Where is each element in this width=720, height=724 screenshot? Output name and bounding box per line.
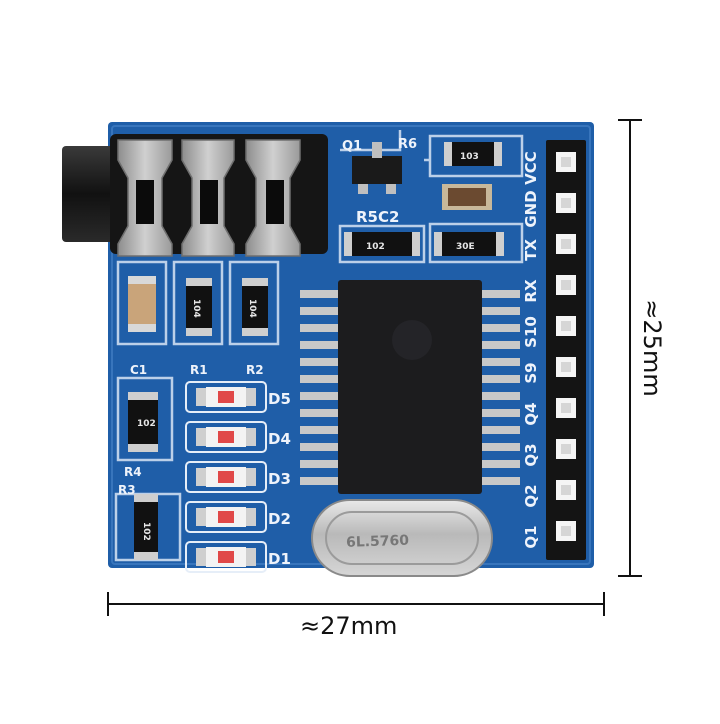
ic-pin <box>300 409 340 417</box>
led-label: D4 <box>268 430 291 448</box>
height-dimension-label: ≈25mm <box>638 299 666 397</box>
resistor-30e <box>434 232 504 256</box>
pin-label: RX <box>522 279 540 303</box>
smd-components <box>128 142 504 560</box>
svg-text:R1: R1 <box>190 363 208 377</box>
led: D1 <box>185 541 291 573</box>
svg-text:R4: R4 <box>124 465 142 479</box>
svg-text:Q1: Q1 <box>342 139 362 154</box>
svg-text:6L.5760: 6L.5760 <box>346 533 410 551</box>
ic-pin <box>300 341 340 349</box>
led: D3 <box>185 461 291 493</box>
svg-text:102: 102 <box>137 419 156 429</box>
ic-pin <box>480 341 520 349</box>
led-label: D3 <box>268 470 291 488</box>
pin-label: GND <box>522 190 540 227</box>
led: D5 <box>185 381 291 413</box>
led: D4 <box>185 421 291 453</box>
led-label: D5 <box>268 390 291 408</box>
ic-pin <box>300 290 340 298</box>
pin-label: Q1 <box>522 525 540 548</box>
svg-text:30E: 30E <box>456 242 475 252</box>
pin-label: S10 <box>522 316 540 348</box>
ic-pin <box>300 443 340 451</box>
ic-pin <box>300 477 340 485</box>
ic-pin <box>480 460 520 468</box>
ic-pin <box>480 409 520 417</box>
resistor-r3 <box>134 494 158 560</box>
ic-pin <box>300 460 340 468</box>
svg-text:R3: R3 <box>118 483 136 497</box>
svg-text:102: 102 <box>366 242 385 252</box>
ic-pin <box>300 324 340 332</box>
resistor-r6 <box>444 142 502 166</box>
pin-label: Q4 <box>522 402 540 425</box>
ic-pin <box>480 426 520 434</box>
ic-pin <box>480 392 520 400</box>
ic-pin <box>480 307 520 315</box>
led-label: D2 <box>268 510 291 528</box>
pin-label: Q3 <box>522 443 540 466</box>
capacitor-c1 <box>128 276 156 332</box>
resistor-r4 <box>128 392 158 452</box>
resistor-r2 <box>242 278 268 336</box>
svg-text:R2: R2 <box>246 363 264 377</box>
ic-pin <box>300 358 340 366</box>
ic-pin <box>480 477 520 485</box>
svg-text:R5C2: R5C2 <box>356 208 399 226</box>
svg-text:R6: R6 <box>398 137 417 152</box>
resistor-r5 <box>344 232 420 256</box>
ic-pin <box>480 443 520 451</box>
ic-pin <box>480 375 520 383</box>
led-label: D1 <box>268 550 291 568</box>
dimension-lines <box>107 119 642 616</box>
pin-label: TX <box>522 239 540 261</box>
audio-jack <box>62 134 328 257</box>
svg-text:104: 104 <box>247 299 257 318</box>
led: D2 <box>185 501 291 533</box>
transistor-q1 <box>352 142 402 194</box>
ic-pin <box>300 307 340 315</box>
ic-pin <box>300 426 340 434</box>
ic-pin <box>300 375 340 383</box>
silkscreen-text: Q1 R6 R5C2 C1 R1 R2 R4 R3 103 102 30E 10… <box>118 137 479 551</box>
pin-label: Q2 <box>522 484 540 507</box>
svg-text:103: 103 <box>460 152 479 162</box>
ic-pin <box>480 324 520 332</box>
crystal-oscillator <box>311 499 493 577</box>
main-ic <box>300 280 520 494</box>
width-dimension-label: ≈27mm <box>300 612 398 640</box>
ic-pin <box>300 392 340 400</box>
resistor-r1 <box>186 278 212 336</box>
pin-label: S9 <box>522 362 540 383</box>
ic-pin <box>480 290 520 298</box>
ic-pin <box>480 358 520 366</box>
pin-label: VCC <box>522 151 540 185</box>
capacitor-c2 <box>442 184 492 210</box>
svg-text:102: 102 <box>141 522 151 541</box>
svg-text:104: 104 <box>191 299 201 318</box>
svg-text:C1: C1 <box>130 363 147 377</box>
